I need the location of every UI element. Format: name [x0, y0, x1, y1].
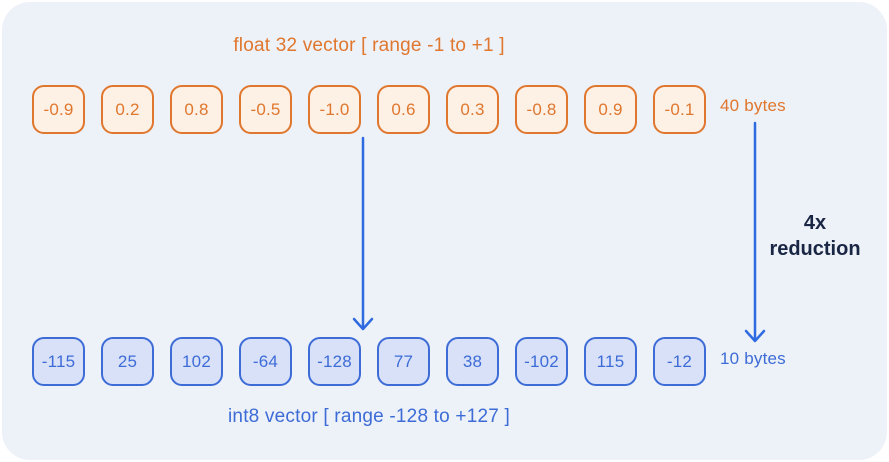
- int-value-box: 102: [170, 337, 223, 386]
- float-value-box: -0.8: [515, 85, 568, 134]
- reduction-label-line1: 4x: [803, 212, 827, 234]
- int-value-box: -12: [653, 337, 706, 386]
- int-value-box: -128: [308, 337, 361, 386]
- reduction-label: 4x reduction: [754, 210, 876, 262]
- reduction-label-line2: reduction: [769, 238, 861, 260]
- float-value-box: 0.3: [446, 85, 499, 134]
- int8-size-label: 10 bytes: [720, 349, 786, 368]
- float-value-box: 0.9: [584, 85, 637, 134]
- int-value-box: 115: [584, 337, 637, 386]
- float-value-box: -0.5: [239, 85, 292, 134]
- int-value-box: -102: [515, 337, 568, 386]
- float-value-box: -0.1: [653, 85, 706, 134]
- int-value-box: -115: [32, 337, 85, 386]
- int8-vector-title: int8 vector [ range -128 to +127 ]: [228, 406, 510, 427]
- int-value-box: 25: [101, 337, 154, 386]
- int-value-box: 77: [377, 337, 430, 386]
- quantize-down-arrow-icon: [352, 136, 374, 331]
- float32-value-row: -0.9 0.2 0.8 -0.5 -1.0 0.6 0.3 -0.8 0.9 …: [32, 85, 706, 134]
- float-value-box: 0.8: [170, 85, 223, 134]
- float-value-box: 0.6: [377, 85, 430, 134]
- int-value-box: -64: [239, 337, 292, 386]
- float-value-box: 0.2: [101, 85, 154, 134]
- int8-value-row: -115 25 102 -64 -128 77 38 -102 115 -12: [32, 337, 706, 386]
- float-value-box: -0.9: [32, 85, 85, 134]
- int-value-box: 38: [446, 337, 499, 386]
- float32-size-label: 40 bytes: [720, 96, 786, 115]
- float32-vector-title: float 32 vector [ range -1 to +1 ]: [233, 35, 505, 56]
- float-value-box: -1.0: [308, 85, 361, 134]
